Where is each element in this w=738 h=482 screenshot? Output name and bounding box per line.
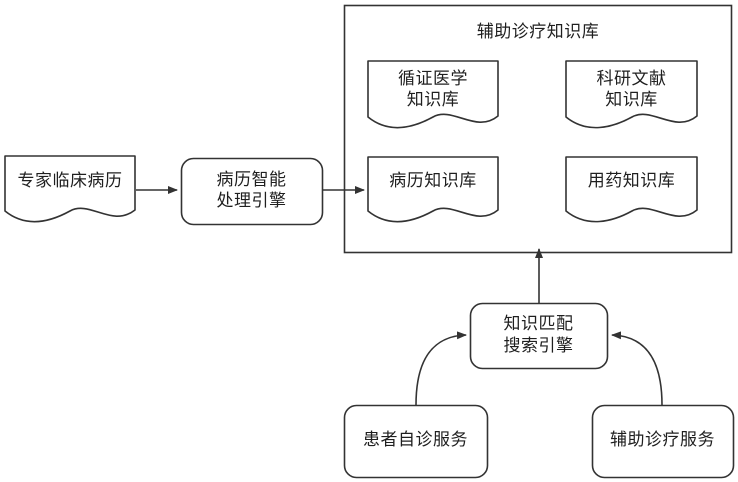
- edge-self-diagnosis-to-match-engine: [415, 331, 467, 406]
- node-research-kb[interactable]: [565, 60, 698, 129]
- node-self-diagnosis-service[interactable]: [343, 404, 489, 479]
- edge-assist-diagnosis-to-match-engine: [611, 331, 663, 406]
- node-medication-kb[interactable]: [565, 156, 698, 223]
- node-match-engine[interactable]: [469, 302, 609, 370]
- node-assist-diagnosis-service[interactable]: [591, 404, 735, 479]
- group-title: 辅助诊疗知识库: [476, 22, 600, 42]
- node-ebm-kb[interactable]: [367, 60, 499, 129]
- node-record-kb[interactable]: [367, 156, 499, 223]
- node-expert-records[interactable]: [4, 155, 136, 223]
- node-record-engine[interactable]: [180, 157, 324, 226]
